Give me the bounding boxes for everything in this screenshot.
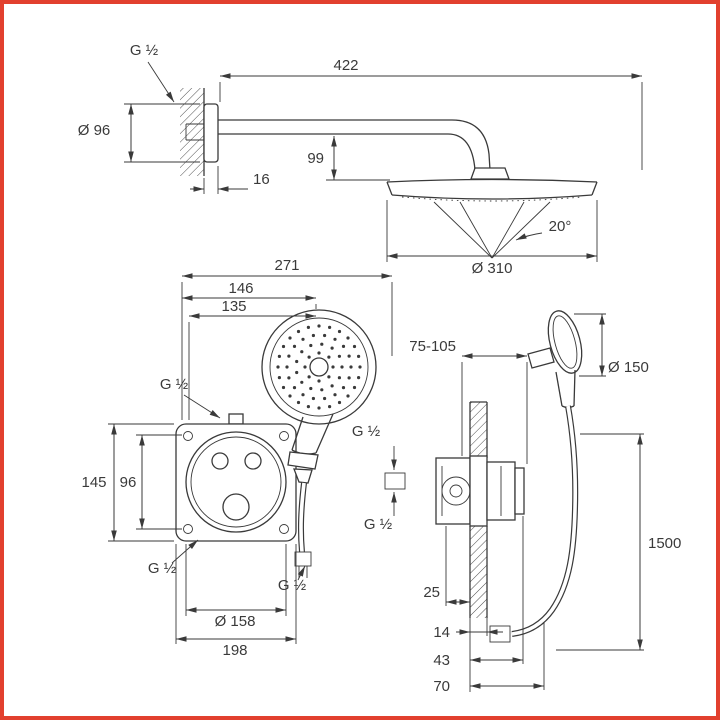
dim-label-96: 96 xyxy=(120,474,137,491)
shower-hose xyxy=(511,405,578,636)
dim-135: 135 xyxy=(188,298,316,420)
dim-label-d150: Ø 150 xyxy=(608,359,649,376)
dim-label-198: 198 xyxy=(222,642,247,659)
handle-fitting xyxy=(287,451,319,470)
hand-shower-front xyxy=(261,309,377,578)
hose-outlet-elbow xyxy=(489,625,511,643)
dim-hand-shower-diameter: Ø 150 xyxy=(574,313,649,377)
dim-label-1500: 1500 xyxy=(648,535,681,552)
dim-70: 70 xyxy=(433,622,545,695)
dim-install-depth: 75-105 xyxy=(409,338,528,464)
hand-shower-hose xyxy=(299,482,306,553)
spray-angle-lines xyxy=(433,201,551,259)
thread-leader-supply xyxy=(183,394,221,419)
mixer-front-view: 271 146 135 145 96 Ø 158 xyxy=(81,257,393,659)
dim-label-145: 145 xyxy=(81,474,106,491)
thread-label-hose: G ½ xyxy=(278,577,307,594)
dim-label-135: 135 xyxy=(221,298,246,315)
valve-body-rear xyxy=(435,457,471,525)
dim-label-99: 99 xyxy=(307,150,324,167)
shower-holder xyxy=(527,347,555,369)
valve-body-mid xyxy=(469,455,488,527)
shower-arm xyxy=(218,119,491,171)
dim-label-146: 146 xyxy=(228,280,253,297)
dim-head-diameter: Ø 310 xyxy=(386,200,598,277)
control-knob xyxy=(222,493,250,521)
dim-146: 146 xyxy=(182,280,317,309)
supply-tab xyxy=(228,413,244,425)
dim-label-70: 70 xyxy=(433,678,450,695)
thread-label-top: G ½ xyxy=(130,42,159,59)
dim-label-d96: Ø 96 xyxy=(78,122,111,139)
hose-cone xyxy=(293,468,313,484)
dim-escutcheon-depth: 16 xyxy=(190,166,270,194)
dim-label-43: 43 xyxy=(433,652,450,669)
dim-label-14: 14 xyxy=(433,624,450,641)
thread-label-lower: G ½ xyxy=(364,516,393,533)
dim-label-271: 271 xyxy=(274,257,299,274)
dim-label-d310: Ø 310 xyxy=(472,260,513,277)
wall-hatch xyxy=(180,88,204,176)
dim-label-75-105: 75-105 xyxy=(409,338,456,355)
dim-arm-projection: 422 xyxy=(219,57,643,170)
connection-fitting: G ½ G ½ xyxy=(352,423,406,533)
dim-label-16: 16 xyxy=(253,171,270,188)
dim-trim-diameter: Ø 158 xyxy=(185,544,287,630)
dim-circle-height: 96 xyxy=(120,434,182,530)
screw-hole xyxy=(183,431,193,441)
screw-hole xyxy=(279,431,289,441)
wall-hatch xyxy=(470,402,487,458)
thermostat-trim xyxy=(185,431,287,533)
wall-hatch xyxy=(470,526,487,618)
dim-label-25: 25 xyxy=(423,584,440,601)
overhead-shower-view: 422 Ø 96 99 16 Ø 310 20° G ½ xyxy=(78,42,643,277)
dim-hose-length: 1500 xyxy=(556,433,681,651)
control-button xyxy=(211,452,229,470)
dim-plate-width: 198 xyxy=(175,544,297,659)
screw-hole xyxy=(183,524,193,534)
dim-head-drop: 99 xyxy=(307,136,390,181)
wall-escutcheon xyxy=(203,103,219,163)
dim-overall-width: 271 xyxy=(181,257,393,420)
dim-43: 43 xyxy=(433,516,524,669)
shower-system-dimension-drawing: 422 Ø 96 99 16 Ø 310 20° G ½ xyxy=(78,42,682,695)
valve-trim-cap xyxy=(514,467,525,515)
control-button xyxy=(244,452,262,470)
thread-label-upper: G ½ xyxy=(352,423,381,440)
head-shower xyxy=(386,178,598,202)
dim-label-20deg: 20° xyxy=(549,218,572,235)
thread-label-bottom-left: G ½ xyxy=(148,560,177,577)
hand-shower-spray-dots xyxy=(276,324,362,410)
dim-14: 14 xyxy=(433,618,503,692)
dim-plate-height: 145 xyxy=(81,423,174,542)
thread-label-supply: G ½ xyxy=(160,376,189,393)
dim-25: 25 xyxy=(423,526,470,606)
hose-union xyxy=(294,551,312,567)
thread-leader-top xyxy=(147,61,175,103)
hand-shower-side xyxy=(527,310,583,409)
mounting-plate xyxy=(175,423,297,542)
dim-label-d158: Ø 158 xyxy=(215,613,256,630)
screw-hole xyxy=(279,524,289,534)
valve-side-view: 75-105 Ø 150 1500 25 14 xyxy=(409,310,681,695)
thread-leader-bottom-left xyxy=(171,539,199,564)
angle-leader xyxy=(515,232,543,241)
thread-leader-hose xyxy=(297,565,306,581)
ball-joint xyxy=(470,167,510,180)
dim-escutcheon-diameter: Ø 96 xyxy=(78,103,200,163)
dim-label-422: 422 xyxy=(333,57,358,74)
